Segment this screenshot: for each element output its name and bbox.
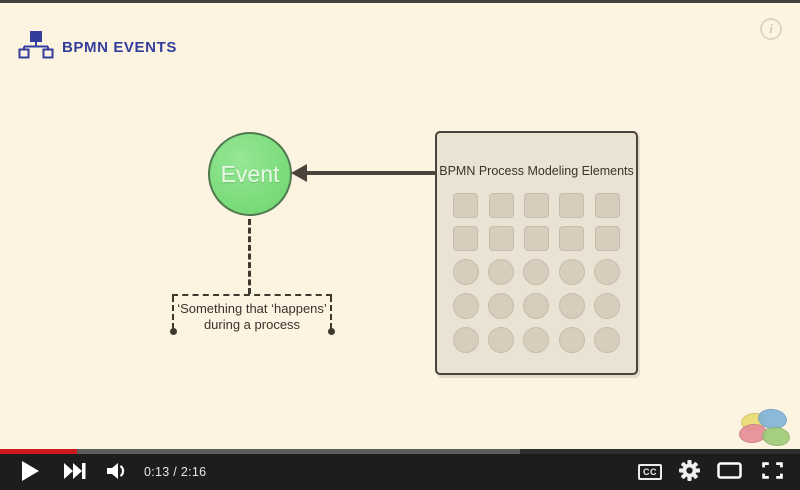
- palette-shape-square: [594, 226, 620, 251]
- dashed-connector: [248, 219, 251, 294]
- palette-shape-circle: [523, 327, 550, 353]
- palette-shape-circle: [594, 259, 621, 285]
- palette-shape-circle: [488, 327, 515, 353]
- settings-button[interactable]: [670, 454, 708, 490]
- palette-shape-circle: [558, 293, 585, 319]
- annotation-text-line1: ‘Something that ‘happens’: [177, 301, 327, 316]
- palette-shape-square: [594, 193, 620, 218]
- annotation-side-right: [330, 296, 332, 329]
- progress-played: [0, 449, 77, 454]
- play-button[interactable]: [6, 454, 54, 490]
- palette-shape-square: [559, 193, 585, 218]
- palette-shape-circle: [558, 327, 585, 353]
- brand-logo: BPMN EVENTS: [18, 30, 177, 64]
- control-bar: 0:13 / 2:16 CC: [0, 454, 800, 490]
- palette-shape-square: [488, 193, 514, 218]
- palette-shape-circle: [594, 293, 621, 319]
- annotation-dot-left: [170, 328, 177, 335]
- annotation-side-left: [172, 296, 174, 329]
- palette-shape-square: [559, 226, 585, 251]
- palette-shape-circle: [452, 293, 479, 319]
- cc-icon: CC: [638, 464, 662, 480]
- captions-button[interactable]: CC: [630, 454, 670, 490]
- event-circle: Event: [208, 132, 292, 216]
- event-circle-label: Event: [220, 160, 280, 187]
- palette-shape-square: [488, 226, 514, 251]
- theater-icon: [716, 462, 742, 482]
- info-icon-glyph: i: [769, 21, 773, 36]
- next-button[interactable]: [54, 454, 96, 490]
- elements-panel: BPMN Process Modeling Elements: [435, 131, 638, 375]
- elements-panel-grid: [448, 193, 625, 353]
- video-frame[interactable]: BPMN EVENTS i Event ‘Something that ‘hap…: [0, 0, 800, 449]
- play-icon: [21, 460, 39, 484]
- annotation-bracket: ‘Something that ‘happens’ during a proce…: [170, 294, 335, 335]
- palette-shape-square: [523, 193, 549, 218]
- palette-shape-circle: [452, 327, 479, 353]
- annotation-dot-right: [328, 328, 335, 335]
- volume-button[interactable]: [96, 454, 138, 490]
- arrow-head: [291, 164, 307, 182]
- watermark-blob-green: [761, 425, 791, 448]
- annotation-text-line2: during a process: [203, 317, 301, 333]
- palette-shape-circle: [488, 293, 515, 319]
- palette-shape-square: [523, 226, 549, 251]
- palette-shape-square: [453, 226, 479, 251]
- progress-buffered: [0, 449, 520, 454]
- progress-bar[interactable]: [0, 449, 800, 454]
- palette-shape-circle: [558, 259, 585, 285]
- fullscreen-icon: [761, 462, 783, 482]
- info-icon[interactable]: i: [760, 18, 782, 40]
- brand-title: BPMN EVENTS: [62, 38, 177, 56]
- fullscreen-button[interactable]: [750, 454, 794, 490]
- next-track-icon: [64, 462, 86, 482]
- palette-shape-circle: [523, 293, 550, 319]
- time-display: 0:13 / 2:16: [144, 465, 207, 479]
- palette-shape-circle: [523, 259, 550, 285]
- palette-shape-circle: [488, 259, 515, 285]
- theater-mode-button[interactable]: [708, 454, 750, 490]
- palette-shape-circle: [594, 327, 621, 353]
- elements-panel-title: BPMN Process Modeling Elements: [439, 164, 634, 178]
- org-chart-icon: [18, 30, 55, 64]
- speaker-icon: [107, 462, 127, 483]
- palette-shape-circle: [452, 259, 479, 285]
- arrow-connector-line: [305, 171, 436, 175]
- gear-icon: [678, 460, 700, 484]
- palette-shape-square: [453, 193, 479, 218]
